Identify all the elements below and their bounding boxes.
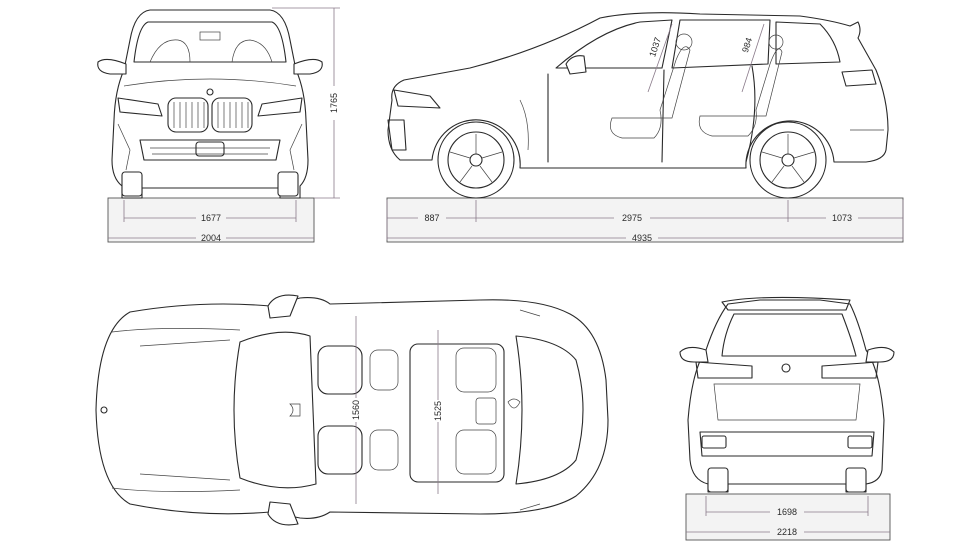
top-body-outline — [95, 297, 609, 519]
rear-left-taillight — [695, 361, 753, 379]
width-mirrors-dimension: 2218 — [686, 527, 890, 537]
height-dimension: 1765 — [272, 7, 340, 199]
rear-shoulder-label: 1525 — [433, 401, 443, 421]
front-left-tire — [121, 171, 143, 197]
length-label: 4935 — [632, 233, 652, 243]
rear-track-dimension: 1698 — [705, 496, 869, 517]
top-left-mirror — [267, 294, 299, 319]
front-left-headlight — [117, 97, 163, 117]
front-headroom-line — [647, 23, 673, 93]
rear-body-outline — [687, 299, 885, 493]
front-track-dimension: 1677 — [123, 200, 297, 223]
front-right-tire — [277, 171, 299, 197]
side-view: 1037 984 887 — [386, 12, 904, 243]
rear-view: 1698 2218 — [679, 296, 895, 541]
body-width-dimension: 2004 — [108, 233, 314, 243]
side-dimensions: 887 2975 1073 4935 — [386, 200, 904, 243]
side-mirror — [565, 55, 587, 75]
top-logo-icon — [100, 406, 108, 414]
top-front-left-seat — [317, 345, 363, 395]
rear-overhang-label: 1073 — [832, 213, 852, 223]
side-rear-seat — [698, 48, 783, 137]
rear-right-mirror — [865, 346, 895, 363]
front-overhang-label: 887 — [424, 213, 439, 223]
rear-right-taillight — [821, 361, 879, 379]
top-rear-glass — [515, 335, 584, 485]
front-ground-base — [107, 197, 315, 243]
side-front-wheel — [437, 121, 515, 199]
front-logo-icon — [206, 88, 214, 96]
top-rear-bench — [409, 343, 505, 483]
side-ground-base — [386, 197, 904, 243]
rear-headroom-label: 984 — [740, 36, 754, 53]
rear-right-tire — [845, 467, 867, 493]
side-rear-wheel — [749, 121, 827, 199]
side-body-outline — [387, 12, 889, 169]
front-right-mirror — [293, 58, 323, 75]
front-shoulder-label: 1560 — [351, 400, 361, 420]
side-quarter-window — [775, 21, 841, 65]
wheelbase-label: 2975 — [622, 213, 642, 223]
rear-left-mirror — [679, 346, 709, 363]
body-width-label: 2004 — [201, 233, 221, 243]
front-right-headlight — [257, 97, 303, 117]
side-front-window — [555, 19, 673, 69]
side-rear-window — [671, 19, 771, 69]
top-right-mirror — [267, 501, 299, 526]
width-mirrors-label: 2218 — [777, 527, 797, 537]
rear-logo-icon — [781, 363, 791, 373]
front-track-label: 1677 — [201, 213, 221, 223]
top-windshield — [233, 331, 317, 489]
front-windshield — [133, 21, 287, 63]
height-label: 1765 — [329, 93, 339, 113]
rear-left-tire — [707, 467, 729, 493]
front-view: 1677 2004 1765 — [97, 7, 340, 243]
rear-track-label: 1698 — [777, 507, 797, 517]
top-front-right-seat — [317, 425, 363, 475]
rear-headroom-line — [741, 23, 765, 93]
front-left-mirror — [97, 58, 127, 75]
rear-window — [721, 313, 857, 357]
front-body-outline — [111, 9, 309, 199]
side-front-seat — [610, 46, 691, 139]
top-view: 1560 1525 — [95, 294, 609, 526]
